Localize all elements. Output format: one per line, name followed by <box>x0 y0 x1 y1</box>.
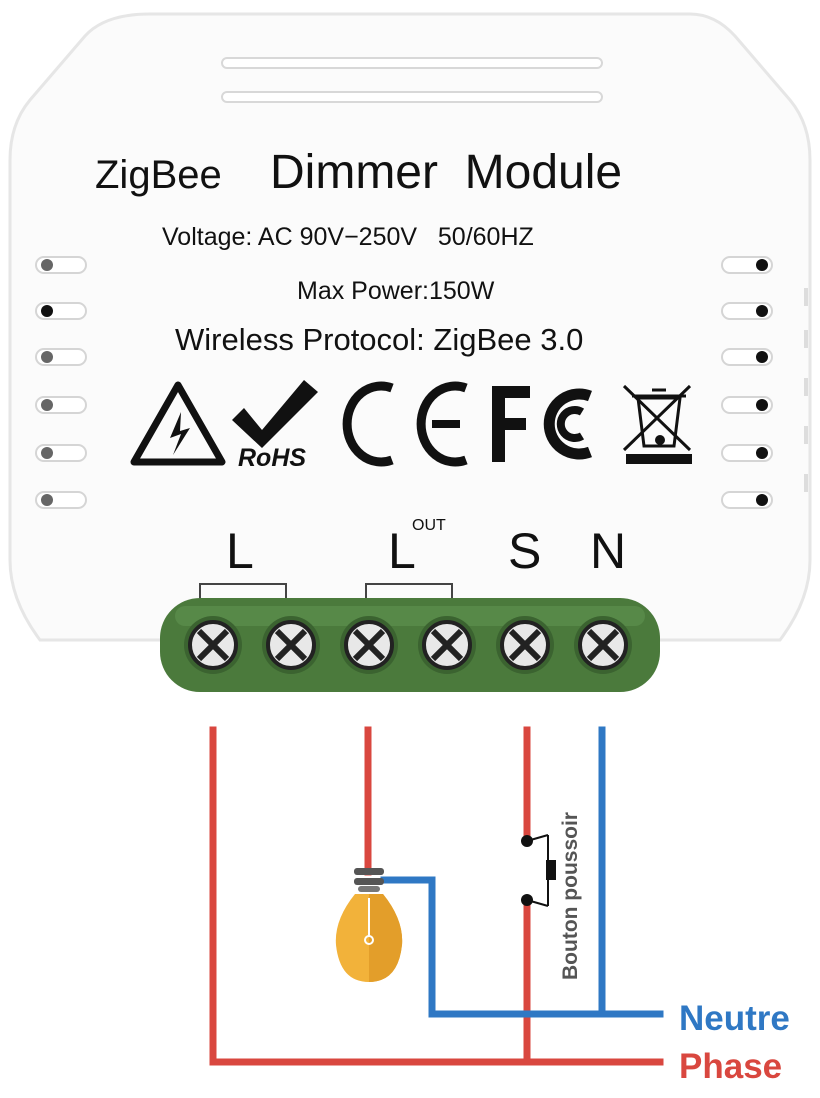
vent-slot <box>221 57 603 69</box>
neutral-label: Neutre <box>679 999 790 1038</box>
vent-hole <box>35 396 87 414</box>
terminal-screw <box>262 616 320 674</box>
light-bulb-icon <box>335 868 403 982</box>
vent-hole <box>35 348 87 366</box>
vent-hole <box>721 348 773 366</box>
rohs-check-icon: RoHS <box>232 380 318 472</box>
fcc-mark-icon <box>492 386 592 462</box>
weee-bin-icon <box>622 384 692 464</box>
terminal-bracket-l <box>199 583 287 600</box>
phase-label: Phase <box>679 1047 782 1086</box>
right-edge-notches <box>804 288 808 492</box>
terminal-label-lout: L <box>388 523 416 579</box>
vent-hole <box>35 256 87 274</box>
terminal-label-l: L <box>226 523 254 579</box>
wires <box>209 726 664 1066</box>
voltage-spec: Voltage: AC 90V−250V 50/60HZ <box>162 223 534 251</box>
rohs-label: RoHS <box>238 444 306 472</box>
push-button-symbol <box>521 834 556 907</box>
terminal-screw <box>574 616 632 674</box>
max-power-spec: Max Power:150W <box>297 277 495 305</box>
vent-hole <box>721 256 773 274</box>
terminal-screw <box>184 616 242 674</box>
right-vent-holes <box>721 256 773 509</box>
vent-hole <box>721 444 773 462</box>
terminal-label-out-superscript: OUT <box>412 517 446 534</box>
terminal-label-s: S <box>508 523 541 579</box>
left-vent-holes <box>35 256 87 509</box>
terminal-label-n: N <box>590 523 626 579</box>
vent-hole <box>721 302 773 320</box>
module-title: Dimmer Module <box>270 146 622 199</box>
vent-slot <box>221 91 603 103</box>
vent-hole <box>35 491 87 509</box>
vent-hole <box>35 302 87 320</box>
warning-high-voltage-icon <box>130 381 226 466</box>
vent-hole <box>35 444 87 462</box>
push-button-label: Bouton poussoir <box>559 812 582 980</box>
module-title-brand: ZigBee <box>95 153 222 197</box>
terminal-bracket-lout <box>365 583 453 600</box>
terminal-block-highlight <box>175 606 645 626</box>
terminal-screw <box>496 616 554 674</box>
lamp-neutral-wire <box>380 876 664 1018</box>
protocol-spec: Wireless Protocol: ZigBee 3.0 <box>175 322 583 357</box>
terminal-screw <box>340 616 398 674</box>
ce-mark-icon <box>342 381 468 467</box>
terminal-screws <box>184 616 632 674</box>
vent-hole <box>721 491 773 509</box>
vent-hole <box>721 396 773 414</box>
terminal-screw <box>418 616 476 674</box>
phase-wire-main <box>209 726 664 1066</box>
